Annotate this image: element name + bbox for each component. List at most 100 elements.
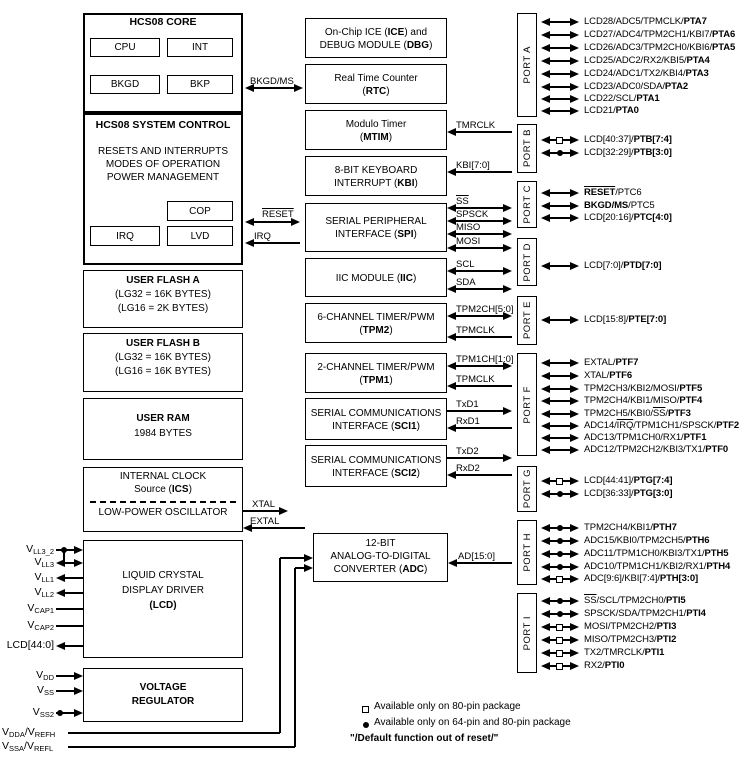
arrowhead-left-icon [245,84,254,92]
arrowhead-left-icon [541,57,550,65]
text: 2-CHANNEL TIMER/PWM [317,361,435,373]
module-signal-label: TPM1CH[1:0] [456,354,514,365]
pkg-dot-icon [557,611,563,617]
arrowhead-left-icon [541,107,550,115]
text-subscript: LL2 [41,590,54,599]
wire [68,732,280,734]
module-signal-label: SDA [456,277,476,288]
text-bold: PTF7 [615,357,639,368]
cell-label: IRQ [116,230,134,242]
module-mtim [305,110,447,150]
core-signal-label: IRQ [254,231,271,242]
text-bold: PTC[4:0] [633,212,672,223]
text: IRQ [254,231,271,242]
arrowhead-left-icon [541,189,550,197]
text-bold: PTI4 [686,608,706,619]
cell-label: INT [191,42,209,53]
block-text-line: MODES OF OPERATION [83,159,243,170]
pkg-dot-icon [557,564,563,570]
module-title-line: CONVERTER (ADC) [313,564,448,575]
text-subscript: DD [43,673,54,682]
module-title-line: 6-CHANNEL TIMER/PWM [305,312,447,323]
text: ) [424,564,428,575]
arrowhead-right-icon [570,397,579,405]
port-pin-label: LCD24/ADC1/TX2/KBI4/PTA3 [584,68,709,80]
text: ADC11/TPM1CH0/KBI3/TX1/ [584,548,705,559]
wire [549,110,571,112]
text: AD[15:0] [458,551,495,562]
wire [549,388,571,390]
arrowhead-left-icon [541,410,550,418]
arrowhead-right-icon [570,537,579,545]
pin-label: VCAP1 [0,602,54,617]
text: / [665,408,668,419]
wire [549,86,571,88]
pin-label: VLL1 [0,571,54,586]
text: DEBUG MODULE ( [319,39,407,51]
pkg-dot-icon [557,538,563,544]
core-signal-label: RESET [262,209,294,220]
text: LCD[36:33]/ [584,488,634,499]
port-box-port-b: PORT B [517,124,537,173]
module-spi [305,203,447,252]
wire [56,608,83,610]
arrowhead-left-icon [447,382,456,390]
text-bold: PTA4 [686,55,710,66]
text-overline: RESET [262,209,294,220]
port-name-label: PORT I [521,615,533,651]
text-subscript: LL3 [41,560,54,569]
text: ) [413,229,417,240]
module-adc [313,533,448,582]
arrowhead-left-icon [447,128,456,136]
port-pin-label: LCD[7:0]/PTD[7:0] [584,260,662,272]
pkg-square-icon [556,136,563,144]
wire [64,577,83,579]
wire [455,270,504,272]
text: LCD[40:37]/ [584,134,634,145]
port-pin-label: LCD[20:16]/PTC[4:0] [584,212,672,224]
text-bold: TPM1 [362,374,390,386]
port-box-port-h: PORT H [517,520,537,585]
wire [455,336,512,338]
arrowhead-left-icon [541,446,550,454]
port-pin-label: XTAL/PTF6 [584,370,632,382]
text-bold: PTA6 [712,29,736,40]
wire [455,474,512,476]
module-title-line: SERIAL PERIPHERAL [305,216,447,227]
block-text-line: REGULATOR [83,696,243,707]
wire [56,625,83,627]
module-signal-label: SS [456,196,469,207]
block-text-line: RESETS AND INTERRUPTS [83,146,243,157]
wire [455,207,504,209]
wire [455,385,512,387]
text-overline: IRQ [616,420,634,431]
port-pin-label: LCD[32:29]/PTB[3:0] [584,147,672,159]
text: TxD2 [456,446,479,457]
text: LOW-POWER OSCILLATOR [98,507,228,518]
text-bold: PTI2 [656,634,677,645]
arrowhead-left-icon [245,239,254,247]
wire [56,690,74,692]
text-bold-overline: RESET [584,187,616,198]
text-bold: PTH5 [704,548,729,559]
arrowhead-left-icon [541,359,550,367]
port-box-port-c: PORT C [517,181,537,228]
arrowhead-right-icon [74,546,83,554]
clock-signal-label: XTAL [252,499,275,510]
module-signal-label: RxD1 [456,416,480,427]
text: V [2,726,10,738]
text: BKGD/MS [250,76,294,87]
text-bold: ICS [171,484,189,495]
block-text-line: DISPLAY DRIVER [83,585,243,596]
block-text-line: LOW-POWER OSCILLATOR [83,507,243,518]
block-text-line: USER RAM [83,413,243,424]
block-text-line: LIQUID CRYSTAL [83,570,243,581]
module-title-line: ANALOG-TO-DIGITAL [313,551,448,562]
arrowhead-right-icon [570,385,579,393]
arrowhead-left-icon [541,490,550,498]
text-bold: RTC [365,85,387,97]
text: V [27,602,35,614]
text: (LG32 = 16K BYTES) [115,289,211,300]
arrowhead-right-icon [570,359,579,367]
block-hcs08-core [83,13,243,113]
